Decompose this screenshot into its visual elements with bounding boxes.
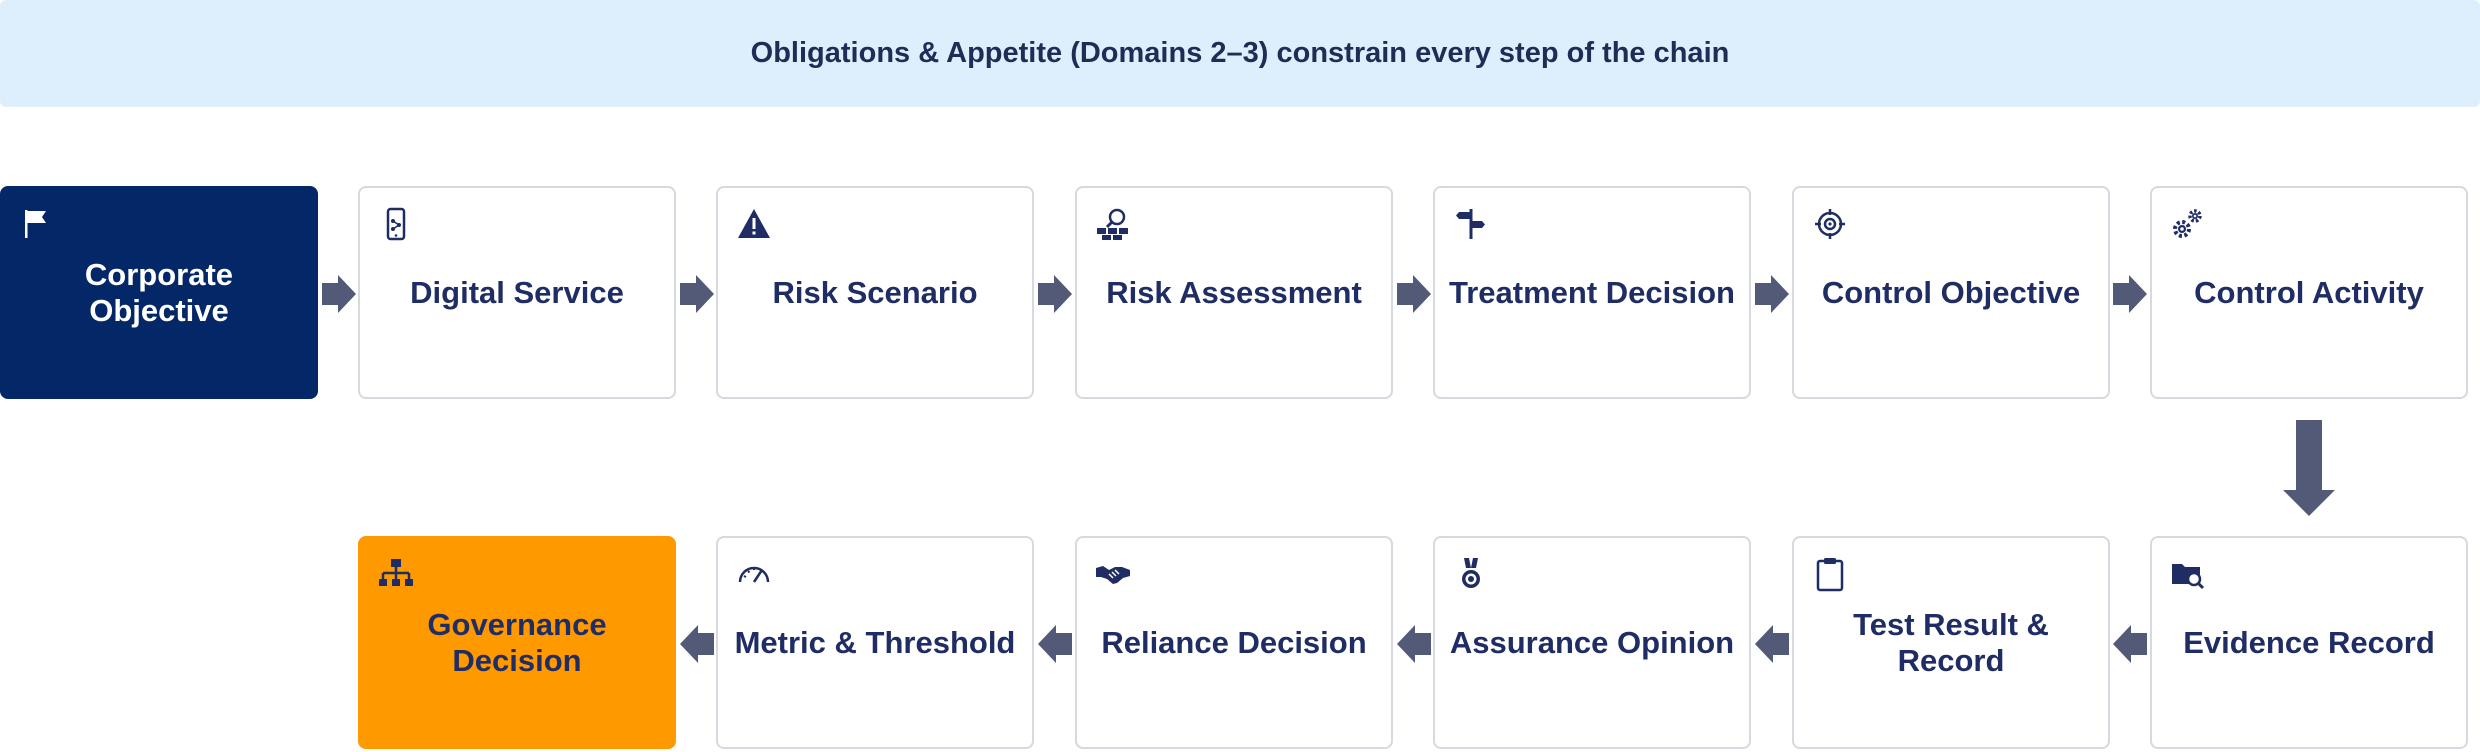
flow-arrow-right bbox=[322, 275, 356, 313]
warning-icon bbox=[736, 206, 772, 242]
signpost-icon bbox=[1453, 206, 1489, 242]
node-label: Test Result & Record bbox=[1853, 606, 2049, 678]
target-icon bbox=[1812, 206, 1848, 242]
node-control-objective[interactable]: Control Objective bbox=[1792, 186, 2110, 399]
node-assurance-opinion[interactable]: Assurance Opinion bbox=[1433, 536, 1751, 749]
medal-icon bbox=[1453, 556, 1489, 592]
flow-arrow-down bbox=[2283, 420, 2335, 516]
flow-arrow-right bbox=[2113, 275, 2147, 313]
handshake-icon bbox=[1095, 556, 1131, 592]
node-evidence-record[interactable]: Evidence Record bbox=[2150, 536, 2468, 749]
flow-arrow-right bbox=[680, 275, 714, 313]
org-chart-icon bbox=[378, 556, 414, 592]
flow-arrow-left bbox=[1755, 625, 1789, 663]
mobile-device-icon bbox=[378, 206, 414, 242]
flow-arrow-left bbox=[2113, 625, 2147, 663]
node-label: Control Activity bbox=[2194, 274, 2424, 310]
node-label: Risk Assessment bbox=[1106, 274, 1362, 310]
gears-icon bbox=[2170, 206, 2206, 242]
node-label: Digital Service bbox=[410, 274, 624, 310]
node-label: Reliance Decision bbox=[1101, 624, 1367, 660]
node-risk-scenario[interactable]: Risk Scenario bbox=[716, 186, 1034, 399]
flow-arrow-right bbox=[1397, 275, 1431, 313]
node-risk-assessment[interactable]: Risk Assessment bbox=[1075, 186, 1393, 399]
flow-arrow-left bbox=[680, 625, 714, 663]
node-treatment-decision[interactable]: Treatment Decision bbox=[1433, 186, 1751, 399]
magnifier-blocks-icon bbox=[1095, 206, 1131, 242]
banner-text: Obligations & Appetite (Domains 2–3) con… bbox=[750, 37, 1730, 69]
constraint-banner: Obligations & Appetite (Domains 2–3) con… bbox=[0, 0, 2480, 107]
flag-icon bbox=[20, 206, 56, 242]
node-label: Corporate Objective bbox=[84, 256, 234, 328]
node-label: Treatment Decision bbox=[1449, 274, 1735, 310]
node-metric-threshold[interactable]: Metric & Threshold bbox=[716, 536, 1034, 749]
flow-arrow-left bbox=[1038, 625, 1072, 663]
node-label: Risk Scenario bbox=[772, 274, 978, 310]
node-test-result-record[interactable]: Test Result & Record bbox=[1792, 536, 2110, 749]
folder-search-icon bbox=[2170, 556, 2206, 592]
node-label: Control Objective bbox=[1821, 274, 2081, 310]
node-label: Metric & Threshold bbox=[734, 624, 1016, 660]
flow-arrow-right bbox=[1038, 275, 1072, 313]
node-label: Evidence Record bbox=[2183, 624, 2435, 660]
flow-arrow-right bbox=[1755, 275, 1789, 313]
node-control-activity[interactable]: Control Activity bbox=[2150, 186, 2468, 399]
flow-arrow-left bbox=[1397, 625, 1431, 663]
clipboard-icon bbox=[1812, 556, 1848, 592]
node-governance-decision[interactable]: Governance Decision bbox=[358, 536, 676, 749]
node-digital-service[interactable]: Digital Service bbox=[358, 186, 676, 399]
gauge-icon bbox=[736, 556, 772, 592]
node-label: Assurance Opinion bbox=[1449, 624, 1735, 660]
node-label: Governance Decision bbox=[427, 606, 607, 678]
node-corporate-objective[interactable]: Corporate Objective bbox=[0, 186, 318, 399]
node-reliance-decision[interactable]: Reliance Decision bbox=[1075, 536, 1393, 749]
